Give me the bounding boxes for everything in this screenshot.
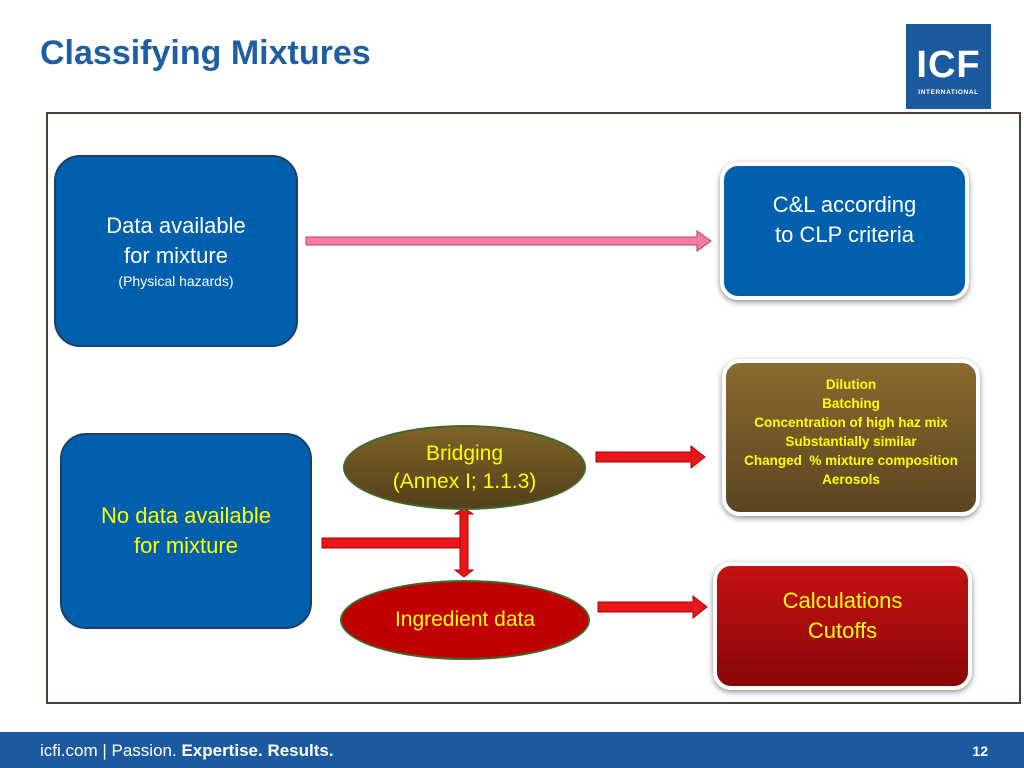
list-item: Substantially similar <box>785 433 917 449</box>
bridging-principles-box: Dilution Batching Concentration of high … <box>722 359 980 516</box>
footer-word-passion: Passion. <box>111 741 177 760</box>
calculations-line2: Cutoffs <box>807 618 878 643</box>
list-item: Aerosols <box>822 471 880 487</box>
icf-logo: ICF INTERNATIONAL <box>906 24 991 109</box>
list-item: Changed % mixture composition <box>744 452 958 468</box>
page-title: Classifying Mixtures <box>40 34 371 72</box>
data-available-box: Data available for mixture (Physical haz… <box>54 155 298 347</box>
list-item: Dilution <box>825 376 877 392</box>
arrow-bridging-ingredient <box>453 507 475 578</box>
cl-criteria-box: C&L according to CLP criteria <box>720 162 969 300</box>
arrow-nodata-connector <box>321 537 461 549</box>
cl-criteria-line1: C&L according <box>772 192 917 217</box>
footer-tagline: icfi.com | Passion. Expertise. Results. <box>40 741 334 761</box>
data-available-line2: for mixture <box>124 243 228 268</box>
no-data-line2: for mixture <box>134 533 238 558</box>
ingredient-data-ellipse: Ingredient data <box>340 580 590 660</box>
page-number: 12 <box>972 743 988 759</box>
logo-subtitle: INTERNATIONAL <box>918 89 979 96</box>
arrow-ingredient-to-calc <box>597 594 708 620</box>
bridging-ellipse: Bridging (Annex I; 1.1.3) <box>343 425 586 510</box>
list-item: Batching <box>822 395 880 411</box>
no-data-box: No data available for mixture <box>60 433 312 629</box>
arrow-bridging-to-list <box>595 444 706 470</box>
list-item: Concentration of high haz mix <box>754 414 948 430</box>
bridging-line1: Bridging <box>425 441 504 465</box>
footer-word-expertise: Expertise. <box>181 741 263 760</box>
footer-word-results: Results. <box>267 741 334 760</box>
cl-criteria-line2: to CLP criteria <box>775 222 914 247</box>
data-available-line1: Data available <box>106 213 246 238</box>
footer-separator: | <box>97 741 112 760</box>
no-data-line1: No data available <box>100 503 271 528</box>
calculations-line1: Calculations <box>782 588 903 613</box>
arrow-data-to-cl <box>305 230 712 252</box>
logo-mark: ICF <box>916 44 981 86</box>
bridging-line2: (Annex I; 1.1.3) <box>392 469 537 493</box>
data-available-note: (Physical hazards) <box>118 273 234 289</box>
footer-site-link[interactable]: icfi.com <box>40 741 98 760</box>
footer-bar: icfi.com | Passion. Expertise. Results. … <box>0 732 1024 768</box>
ingredient-label: Ingredient data <box>394 608 536 631</box>
calculations-box: Calculations Cutoffs <box>713 562 972 690</box>
